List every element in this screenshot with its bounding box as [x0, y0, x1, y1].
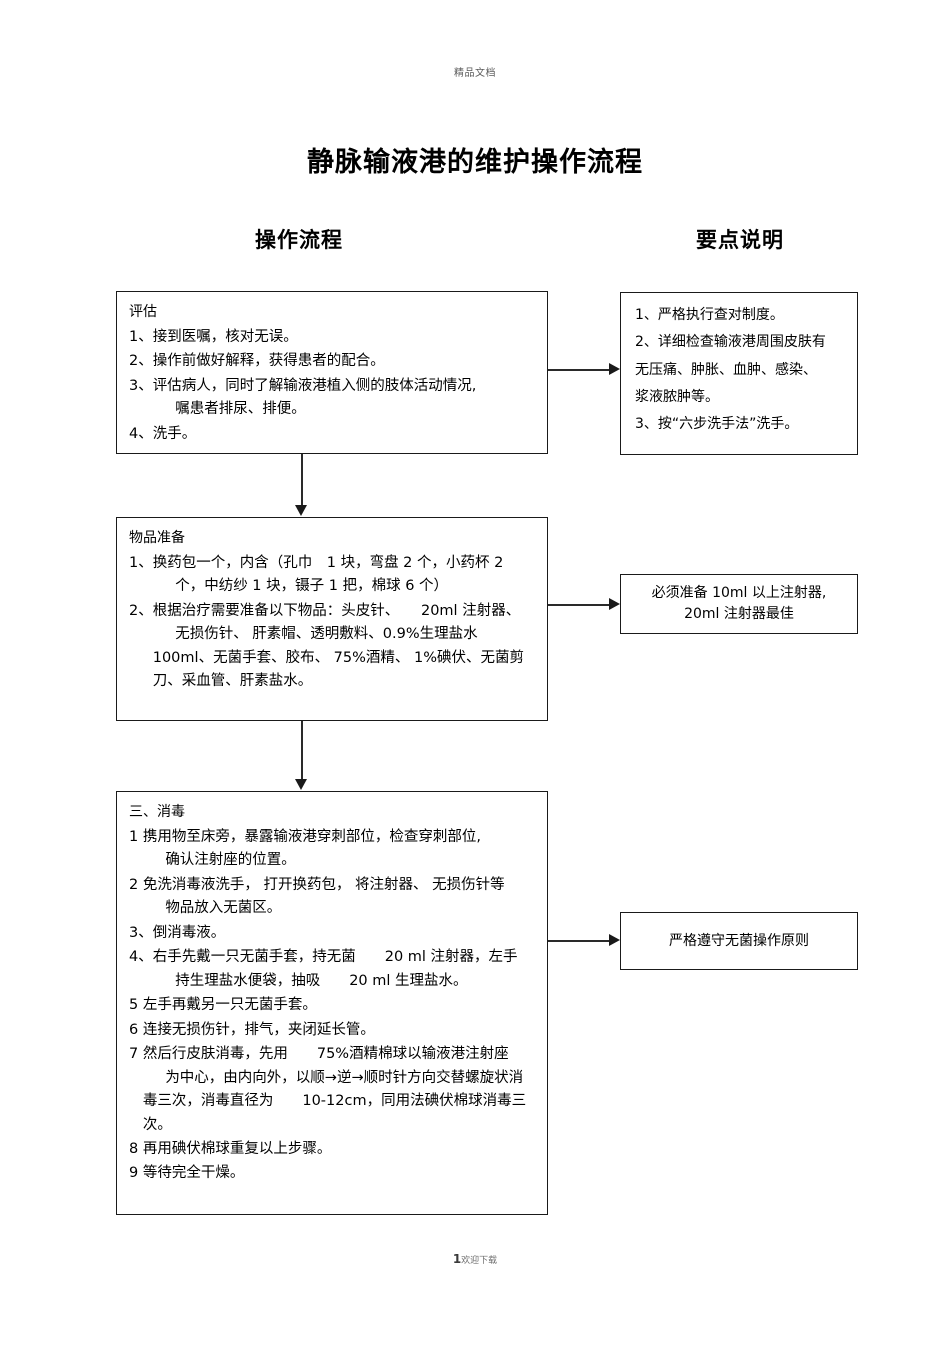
- note-line: 1、严格执行查对制度。: [635, 307, 784, 323]
- step-number: 9: [129, 1165, 143, 1182]
- step-text-continued: 嘱患者排尿、排便。: [175, 401, 306, 418]
- header-watermark: 精品文档: [454, 68, 496, 79]
- note-box-supplies: 必须准备 10ml 以上注射器, 20ml 注射器最佳: [620, 574, 858, 634]
- note-line: 必须准备 10ml 以上注射器,: [651, 585, 827, 601]
- step-number: 1、: [129, 328, 153, 345]
- step-text-continued: 为中心，由内向外，以顺→逆→顺时针方向交替螺旋状消毒三次，消毒直径为 10-12…: [142, 1069, 527, 1133]
- flow-step: 5 左手再戴另一只无菌手套。: [129, 994, 537, 1017]
- step-text-main: 免洗消毒液洗手， 打开换药包， 将注射器、 无损伤针等: [142, 876, 505, 893]
- arrow-right-icon: [609, 598, 620, 610]
- connector-line-disinfection-to-note: [548, 940, 611, 942]
- step-text: 左手再戴另一只无菌手套。: [142, 997, 317, 1014]
- flow-step: 2、 操作前做好解释，获得患者的配合。: [129, 350, 537, 373]
- arrow-right-icon: [609, 934, 620, 946]
- step-text-main: 评估病人，同时了解输液港植入侧的肢体活动情况,: [152, 377, 477, 394]
- flow-step: 1、 换药包一个，内含（孔巾 1 块，弯盘 2 个，小药杯 2 个，中纺纱 1 …: [129, 552, 537, 599]
- note-line: 3、按“六步洗手法”洗手。: [635, 416, 799, 433]
- note-box-assessment: 1、严格执行查对制度。 2、详细检查输液港周围皮肤有 无压痛、肿胀、血肿、感染、…: [620, 292, 858, 455]
- step-number: 2: [129, 876, 143, 893]
- step-text: 换药包一个，内含（孔巾 1 块，弯盘 2 个，小药杯 2 个，中纺纱 1 块，镊…: [153, 552, 537, 599]
- step-text: 连接无损伤针，排气，夹闭延长管。: [142, 1021, 375, 1038]
- flow-step: 4、 洗手。: [129, 423, 537, 446]
- note-line: 严格遵守无菌操作原则: [669, 932, 809, 949]
- step-text: 免洗消毒液洗手， 打开换药包， 将注射器、 无损伤针等 物品放入无菌区。: [143, 874, 537, 921]
- flow-box-supplies: 物品准备 1、 换药包一个，内含（孔巾 1 块，弯盘 2 个，小药杯 2 个，中…: [116, 517, 548, 721]
- step-text: 操作前做好解释，获得患者的配合。: [152, 353, 385, 370]
- flow-step: 7 然后行皮肤消毒，先用 75%酒精棉球以输液港注射座 为中心，由内向外，以顺→…: [129, 1043, 537, 1137]
- step-number: 3、: [129, 377, 153, 394]
- arrow-right-icon: [609, 363, 620, 375]
- step-number: 2、: [129, 602, 153, 619]
- step-number: 3、: [129, 924, 153, 941]
- flow-step: 1 携用物至床旁，暴露输液港穿刺部位，检查穿刺部位, 确认注射座的位置。: [129, 826, 537, 873]
- step-text: 等待完全干燥。: [142, 1165, 245, 1182]
- step-text: 携用物至床旁，暴露输液港穿刺部位，检查穿刺部位, 确认注射座的位置。: [143, 826, 537, 873]
- flow-step: 3、 倒消毒液。: [129, 922, 537, 945]
- step-text-continued: 持生理盐水便袋，抽吸 20 ml 生理盐水。: [175, 972, 468, 989]
- step-text-main: 携用物至床旁，暴露输液港穿刺部位，检查穿刺部位,: [142, 828, 481, 845]
- connector-line-assessment-to-supplies: [301, 454, 303, 506]
- step-text: 右手先戴一只无菌手套，持无菌 20 ml 注射器，左手 持生理盐水便袋，抽吸 2…: [153, 946, 537, 993]
- step-number: 1: [129, 828, 143, 845]
- connector-line-supplies-to-note: [548, 604, 611, 606]
- arrow-down-icon: [295, 505, 307, 516]
- flow-step: 1、 接到医嘱，核对无误。: [129, 326, 537, 349]
- note-line: 浆液脓肿等。: [635, 388, 719, 405]
- step-number: 4、: [129, 425, 153, 442]
- arrow-down-icon: [295, 779, 307, 790]
- step-number: 7: [129, 1046, 143, 1063]
- flow-step: 3、 评估病人，同时了解输液港植入侧的肢体活动情况, 嘱患者排尿、排便。: [129, 375, 537, 422]
- step-text-main: 然后行皮肤消毒，先用 75%酒精棉球以输液港注射座: [142, 1046, 509, 1063]
- flow-step: 4、 右手先戴一只无菌手套，持无菌 20 ml 注射器，左手 持生理盐水便袋，抽…: [129, 946, 537, 993]
- flow-box-title: 评估: [129, 304, 157, 320]
- step-text: 评估病人，同时了解输液港植入侧的肢体活动情况, 嘱患者排尿、排便。: [153, 375, 537, 422]
- step-text-continued: 物品放入无菌区。: [165, 900, 282, 917]
- flow-box-title: 三、消毒: [129, 804, 185, 820]
- footer-text: 欢迎下载: [461, 1256, 498, 1266]
- column-heading-keypoints: 要点说明: [696, 228, 784, 252]
- step-text: 根据治疗需要准备以下物品：头皮针、 20ml 注射器、 无损伤针、 肝素帽、透明…: [153, 600, 537, 694]
- step-text-continued: 无损伤针、 肝素帽、透明敷料、0.9%生理盐水 100ml、无菌手套、胶布、 7…: [152, 626, 525, 690]
- step-number: 6: [129, 1021, 143, 1038]
- flow-step: 2、 根据治疗需要准备以下物品：头皮针、 20ml 注射器、 无损伤针、 肝素帽…: [129, 600, 537, 694]
- step-text: 倒消毒液。: [152, 924, 226, 941]
- note-box-disinfection: 严格遵守无菌操作原则: [620, 912, 858, 970]
- step-text-main: 右手先戴一只无菌手套，持无菌 20 ml 注射器，左手: [152, 949, 518, 966]
- flow-step: 9 等待完全干燥。: [129, 1162, 537, 1185]
- connector-line-supplies-to-disinfection: [301, 721, 303, 780]
- step-number: 2、: [129, 353, 153, 370]
- step-number: 1、: [129, 554, 153, 571]
- footer-page-number: 1: [452, 1252, 462, 1266]
- flow-step: 8 再用碘伏棉球重复以上步骤。: [129, 1138, 537, 1161]
- note-line: 20ml 注射器最佳: [684, 606, 794, 622]
- step-number: 4、: [129, 949, 153, 966]
- step-number: 8: [129, 1140, 143, 1157]
- note-line: 2、详细检查输液港周围皮肤有: [635, 334, 826, 351]
- flow-box-title: 物品准备: [129, 530, 185, 546]
- page-title: 静脉输液港的维护操作流程: [307, 147, 643, 179]
- step-text: 再用碘伏棉球重复以上步骤。: [142, 1140, 332, 1157]
- step-text-continued: 个，中纺纱 1 块，镊子 1 把，棉球 6 个）: [175, 578, 449, 595]
- flow-step: 6 连接无损伤针，排气，夹闭延长管。: [129, 1019, 537, 1042]
- step-text: 然后行皮肤消毒，先用 75%酒精棉球以输液港注射座 为中心，由内向外，以顺→逆→…: [143, 1043, 537, 1137]
- step-text-continued: 确认注射座的位置。: [165, 852, 296, 869]
- column-heading-process: 操作流程: [255, 228, 343, 252]
- note-line: 无压痛、肿胀、血肿、感染、: [635, 361, 817, 378]
- step-text-main: 根据治疗需要准备以下物品：头皮针、 20ml 注射器、: [152, 602, 521, 619]
- step-text-main: 换药包一个，内含（孔巾 1 块，弯盘 2 个，小药杯 2: [152, 554, 504, 571]
- page-footer: 1欢迎下载: [0, 1252, 950, 1266]
- flow-box-disinfection: 三、消毒 1 携用物至床旁，暴露输液港穿刺部位，检查穿刺部位, 确认注射座的位置…: [116, 791, 548, 1215]
- flow-box-assessment: 评估 1、 接到医嘱，核对无误。 2、 操作前做好解释，获得患者的配合。 3、 …: [116, 291, 548, 454]
- step-number: 5: [129, 997, 143, 1014]
- step-text: 接到医嘱，核对无误。: [152, 328, 298, 345]
- flow-step: 2 免洗消毒液洗手， 打开换药包， 将注射器、 无损伤针等 物品放入无菌区。: [129, 874, 537, 921]
- connector-line-assessment-to-note: [548, 369, 611, 371]
- step-text: 洗手。: [152, 425, 197, 442]
